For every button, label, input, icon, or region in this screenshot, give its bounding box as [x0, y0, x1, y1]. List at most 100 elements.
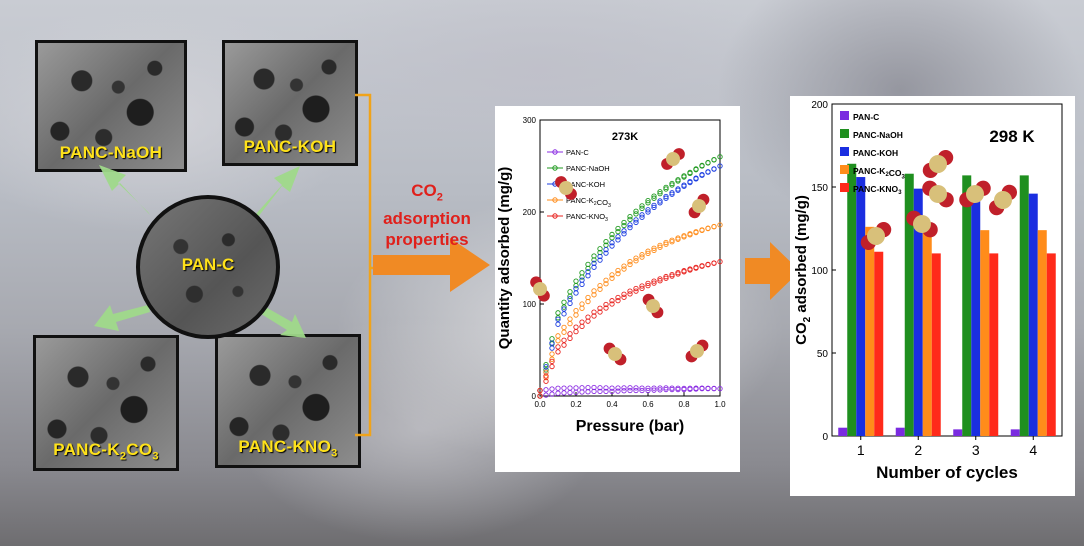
data-point: [549, 386, 555, 392]
y-tick-label: 0: [822, 432, 828, 443]
co2-molecule-icon: [555, 176, 577, 200]
co2-molecule-icon: [603, 342, 627, 366]
sem-label-panc-koh: PANC-KOH: [243, 137, 337, 156]
arrow-to-koh: [255, 166, 300, 217]
data-point: [579, 319, 585, 325]
data-point: [603, 246, 609, 253]
data-point: [591, 257, 597, 263]
data-point: [645, 280, 651, 287]
data-point: [543, 369, 549, 375]
data-point: [549, 345, 555, 351]
data-point: [717, 163, 723, 169]
data-point: [591, 288, 597, 294]
data-point: [675, 270, 681, 276]
data-point: [579, 305, 585, 311]
series-pan-c: [537, 384, 723, 399]
sem-label-panc-k2co3: PANC-K2CO3: [53, 439, 159, 462]
data-point: [573, 278, 579, 284]
data-point: [597, 253, 603, 260]
data-point: [645, 248, 651, 254]
data-point: [663, 385, 669, 391]
data-point: [591, 309, 597, 315]
data-point: [681, 385, 687, 392]
x-tick-label: 0.0: [534, 400, 546, 409]
data-point: [543, 361, 549, 368]
data-point: [639, 283, 645, 289]
x-tick-label: 1.0: [714, 400, 726, 409]
data-point: [621, 291, 627, 297]
data-point: [609, 301, 615, 307]
data-point: [657, 200, 663, 206]
data-point: [711, 260, 717, 266]
data-point: [645, 207, 651, 213]
co2-molecule-icon: [906, 210, 938, 238]
data-point: [717, 385, 723, 392]
data-point: [627, 216, 633, 223]
data-point: [651, 385, 657, 391]
data-point: [585, 294, 591, 301]
data-point: [645, 385, 651, 391]
data-point: [603, 305, 609, 311]
data-point: [591, 253, 597, 259]
data-point: [639, 385, 645, 391]
data-point: [543, 387, 549, 393]
bar-panc-k2co3-cycle-2: [922, 230, 932, 436]
sem-image-panc-kno3: PANC-KNO3: [215, 334, 361, 468]
data-point: [705, 159, 711, 166]
bar-panc-koh-cycle-1: [856, 177, 866, 436]
data-point: [591, 388, 597, 395]
co2-molecule-icon: [959, 180, 991, 208]
data-point: [639, 203, 645, 209]
data-point: [615, 237, 621, 243]
data-point: [687, 178, 693, 185]
data-point: [609, 388, 615, 395]
data-point: [627, 261, 633, 268]
data-point: [549, 391, 555, 397]
data-point: [651, 202, 657, 209]
data-point: [699, 385, 705, 391]
data-point: [693, 385, 699, 391]
data-point: [657, 276, 663, 282]
data-point: [669, 190, 675, 196]
data-point: [669, 385, 675, 391]
data-point: [627, 213, 633, 220]
data-point: [597, 309, 603, 315]
data-point: [567, 296, 573, 302]
data-point: [681, 182, 687, 188]
data-point: [651, 247, 657, 253]
x-axis-label: Number of cycles: [876, 463, 1018, 482]
data-point: [627, 222, 633, 228]
data-point: [633, 219, 639, 226]
data-point: [633, 288, 639, 294]
data-point: [543, 378, 549, 384]
data-point: [573, 312, 579, 318]
data-point: [609, 385, 615, 391]
legend-marker: [552, 213, 558, 219]
data-point: [639, 214, 645, 220]
data-point: [675, 186, 681, 192]
x-axis-label: Pressure (bar): [576, 418, 685, 435]
data-point: [591, 260, 597, 266]
data-point: [663, 184, 669, 190]
data-point: [591, 313, 597, 319]
data-point: [597, 246, 603, 252]
data-point: [711, 166, 717, 172]
data-point: [615, 294, 621, 301]
data-point: [597, 305, 603, 311]
data-point: [579, 385, 585, 391]
bar-panc-naoh-cycle-4: [1019, 175, 1029, 436]
data-point: [537, 393, 543, 399]
data-point: [609, 235, 615, 241]
legend-swatch: [840, 183, 849, 192]
legend-marker: [552, 197, 558, 203]
data-point: [621, 385, 627, 391]
chart-title: 298 K: [989, 127, 1035, 146]
data-point: [603, 388, 609, 395]
data-point: [621, 228, 627, 234]
data-point: [663, 241, 669, 247]
sem-image-panc-k2co3: PANC-K2CO3: [33, 335, 179, 471]
data-point: [603, 277, 609, 283]
data-point: [663, 186, 669, 192]
data-point: [603, 385, 609, 391]
